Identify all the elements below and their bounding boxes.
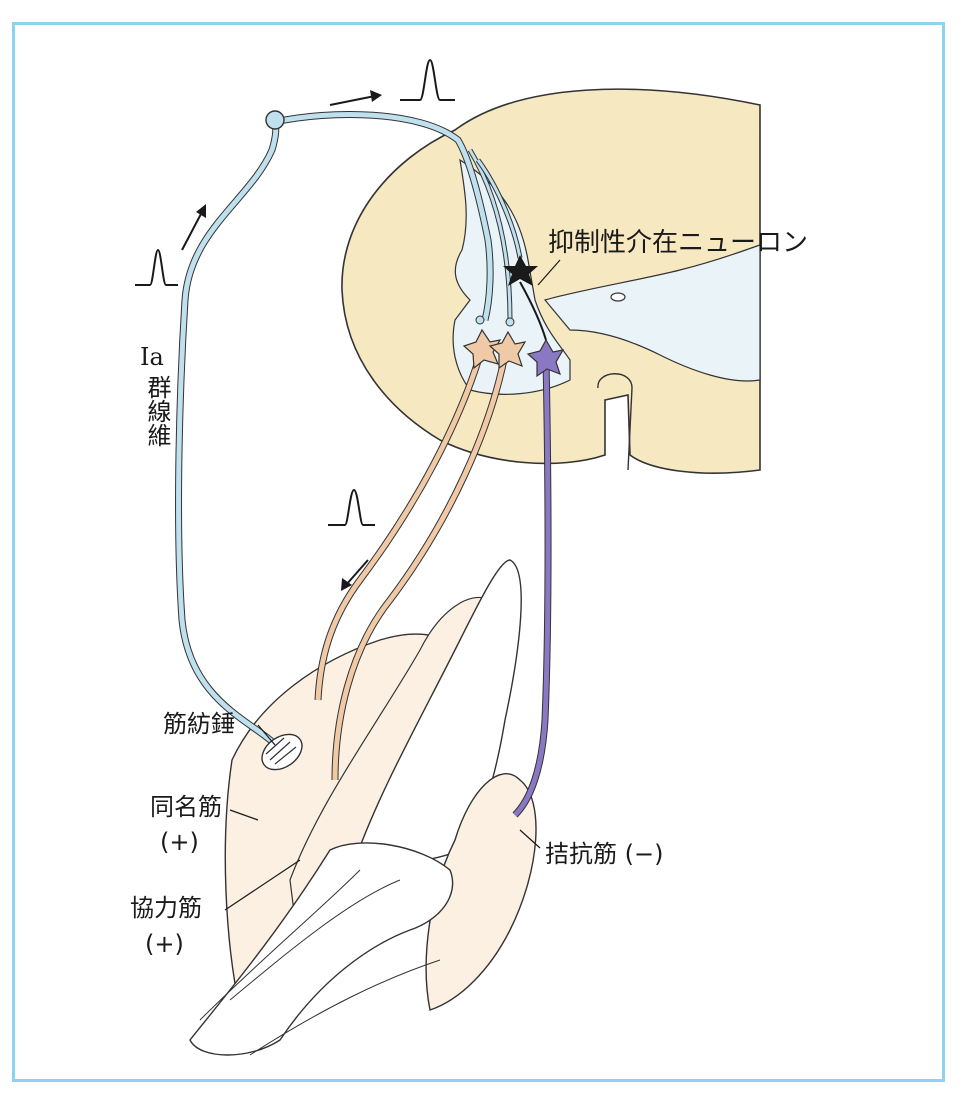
synapse-homonymous — [475, 315, 485, 325]
spinal-cord-outline — [341, 88, 761, 474]
muscle-spindle-graphic — [261, 733, 303, 771]
action-potential-icon — [135, 58, 455, 526]
inhibitory-interneuron-label: 抑制性介在ニューロン — [548, 228, 809, 258]
arrow-icon — [181, 90, 382, 591]
spinal-cord — [341, 88, 761, 474]
homonymous-muscle-label: 同名筋 — [150, 793, 222, 821]
ia-afferent-fiber — [175, 110, 523, 748]
posterior-horn — [543, 244, 761, 382]
antagonist-muscle-label: 拮抗筋 (−) — [545, 840, 664, 868]
central-canal — [610, 292, 626, 302]
synapse-synergist — [505, 317, 515, 327]
star-neuron-icon — [503, 255, 538, 286]
antagonist-motor-neuron — [526, 338, 565, 378]
muscle-spindle-label: 筋紡錘 — [163, 710, 235, 738]
limb-muscles — [189, 559, 537, 1056]
homonymous-motor-neuron — [462, 328, 502, 370]
antagonist-muscle — [425, 773, 537, 1011]
homonymous-sign-label: (+) — [160, 828, 199, 856]
synergist-muscle-label: 協力筋 — [130, 894, 202, 922]
ia-fiber-label: 群線維 — [143, 375, 171, 447]
synergist-motor-neuron — [488, 330, 527, 370]
anterior-median-fissure — [597, 373, 633, 471]
motor-neurons — [314, 255, 565, 818]
dorsal-root-ganglion — [265, 110, 285, 130]
synergist-sign-label: (+) — [145, 930, 184, 958]
ia-prefix-label: Ia — [140, 343, 164, 371]
leader-lines — [224, 259, 561, 911]
tendon-lines — [199, 869, 441, 1056]
